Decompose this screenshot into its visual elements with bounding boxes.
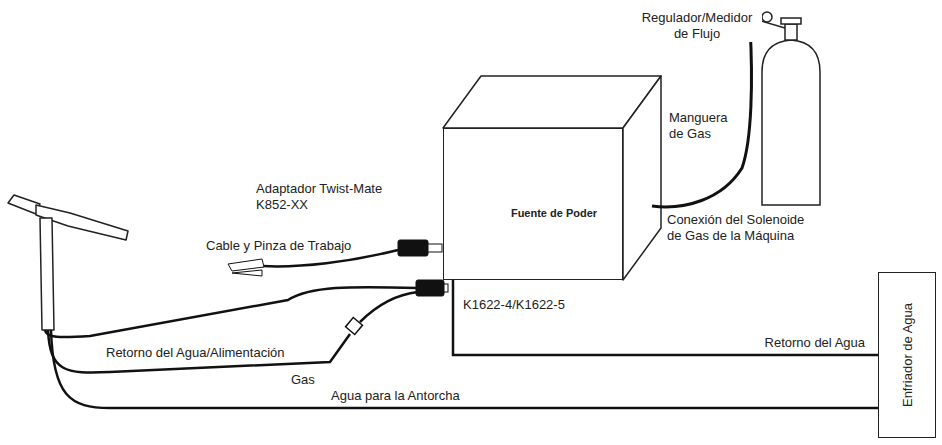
gas-hose-label: Manguera de Gas bbox=[668, 110, 736, 142]
work-cable-label: Cable y Pinza de Trabajo bbox=[205, 238, 352, 254]
power-source-side bbox=[623, 76, 661, 280]
water-return-line bbox=[453, 280, 878, 355]
k1622-connector bbox=[416, 280, 444, 296]
connector-part-label: K1622-4/K1622-5 bbox=[462, 297, 566, 313]
torch-handle bbox=[40, 218, 54, 330]
k1622-plug bbox=[444, 284, 448, 292]
regulator-label: Regulador/Medidor de Flujo bbox=[632, 10, 762, 42]
torch-water-label: Agua para la Antorcha bbox=[330, 388, 461, 404]
gas-fitting bbox=[346, 318, 363, 335]
cylinder-valve bbox=[785, 24, 797, 40]
torch-water-hose bbox=[51, 330, 878, 408]
valve-cap bbox=[781, 18, 801, 24]
edge-label: Retorno del Agua bbox=[764, 335, 866, 351]
torch-back-cap bbox=[8, 195, 40, 214]
water-cooler-box: Enfriador de Agua bbox=[878, 272, 936, 438]
adapter-label: Adaptador Twist-Mate K852-XX bbox=[255, 181, 407, 213]
regulator-link bbox=[758, 20, 785, 28]
twist-mate-plug bbox=[428, 244, 442, 252]
work-clamp bbox=[228, 259, 264, 276]
solenoid-connection-label: Conexión del Solenoide de Gas de la Máqu… bbox=[666, 212, 818, 244]
twist-mate-adapter bbox=[398, 240, 428, 256]
power-water-return-hose bbox=[45, 287, 418, 337]
gas-label: Gas bbox=[290, 372, 316, 388]
node-title: Fuente de Poder bbox=[511, 207, 597, 219]
gas-hose bbox=[652, 26, 751, 207]
gas-hose-fitting-to-connector bbox=[360, 292, 418, 322]
power-source-box: Fuente de Poder bbox=[443, 128, 623, 280]
regulator-gauge bbox=[762, 12, 772, 22]
gas-cylinder bbox=[762, 40, 820, 205]
water-return-power-label: Retorno del Agua/Alimentación bbox=[105, 345, 286, 361]
gas-hose-torch bbox=[48, 330, 350, 373]
node-title: Enfriador de Agua bbox=[900, 303, 915, 407]
